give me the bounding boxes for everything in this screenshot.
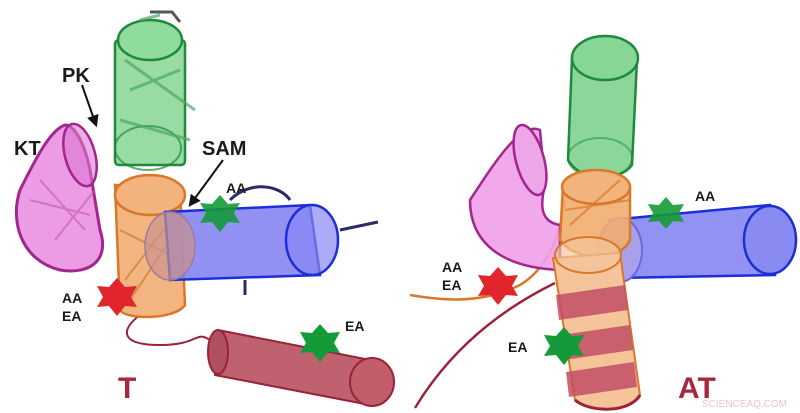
right-panel-at: AA AA EA EA AT: [409, 34, 798, 411]
label-sam: SAM: [202, 138, 246, 160]
p1-green-helix-right: [566, 34, 640, 179]
label-aa: AA: [62, 290, 82, 306]
maroon-helix: [207, 328, 395, 407]
star-red-aa-ea-right-icon: [478, 267, 518, 305]
star-red-aa-ea-icon: [97, 278, 137, 316]
linker-strand: [125, 314, 211, 347]
star-green-aa-icon: [200, 195, 240, 232]
p1-green-helix: [113, 10, 196, 171]
watermark: SCIENCEAQ.COM: [702, 399, 787, 410]
kt-helix: [14, 122, 105, 273]
label-ea-right: EA: [345, 318, 364, 334]
star-green-aa-right-icon: [648, 197, 684, 229]
maroon-strand: [413, 281, 556, 409]
star-green-ea-icon: [300, 324, 340, 362]
label-aa-top: AA: [226, 180, 246, 196]
label-ea-left: EA: [508, 339, 527, 355]
panel-title-t: T: [118, 372, 136, 405]
label-aa-right: AA: [442, 259, 462, 275]
star-green-ea-right-icon: [544, 327, 584, 365]
label-aa-top-right: AA: [695, 188, 715, 204]
panel-title-at: AT: [678, 372, 716, 405]
blue-helix: [144, 185, 379, 295]
left-panel-t: PK KT SAM AA AA EA EA T: [14, 10, 395, 407]
kt-helix-right: [468, 123, 562, 272]
pk-arrow: [81, 84, 99, 128]
sam-arrow: [188, 159, 224, 207]
striped-helix-right: [551, 236, 642, 411]
label-kt: KT: [14, 138, 41, 160]
label-ea: EA: [62, 308, 81, 324]
label-ea-right-1: EA: [442, 277, 461, 293]
label-pk: PK: [62, 65, 90, 87]
